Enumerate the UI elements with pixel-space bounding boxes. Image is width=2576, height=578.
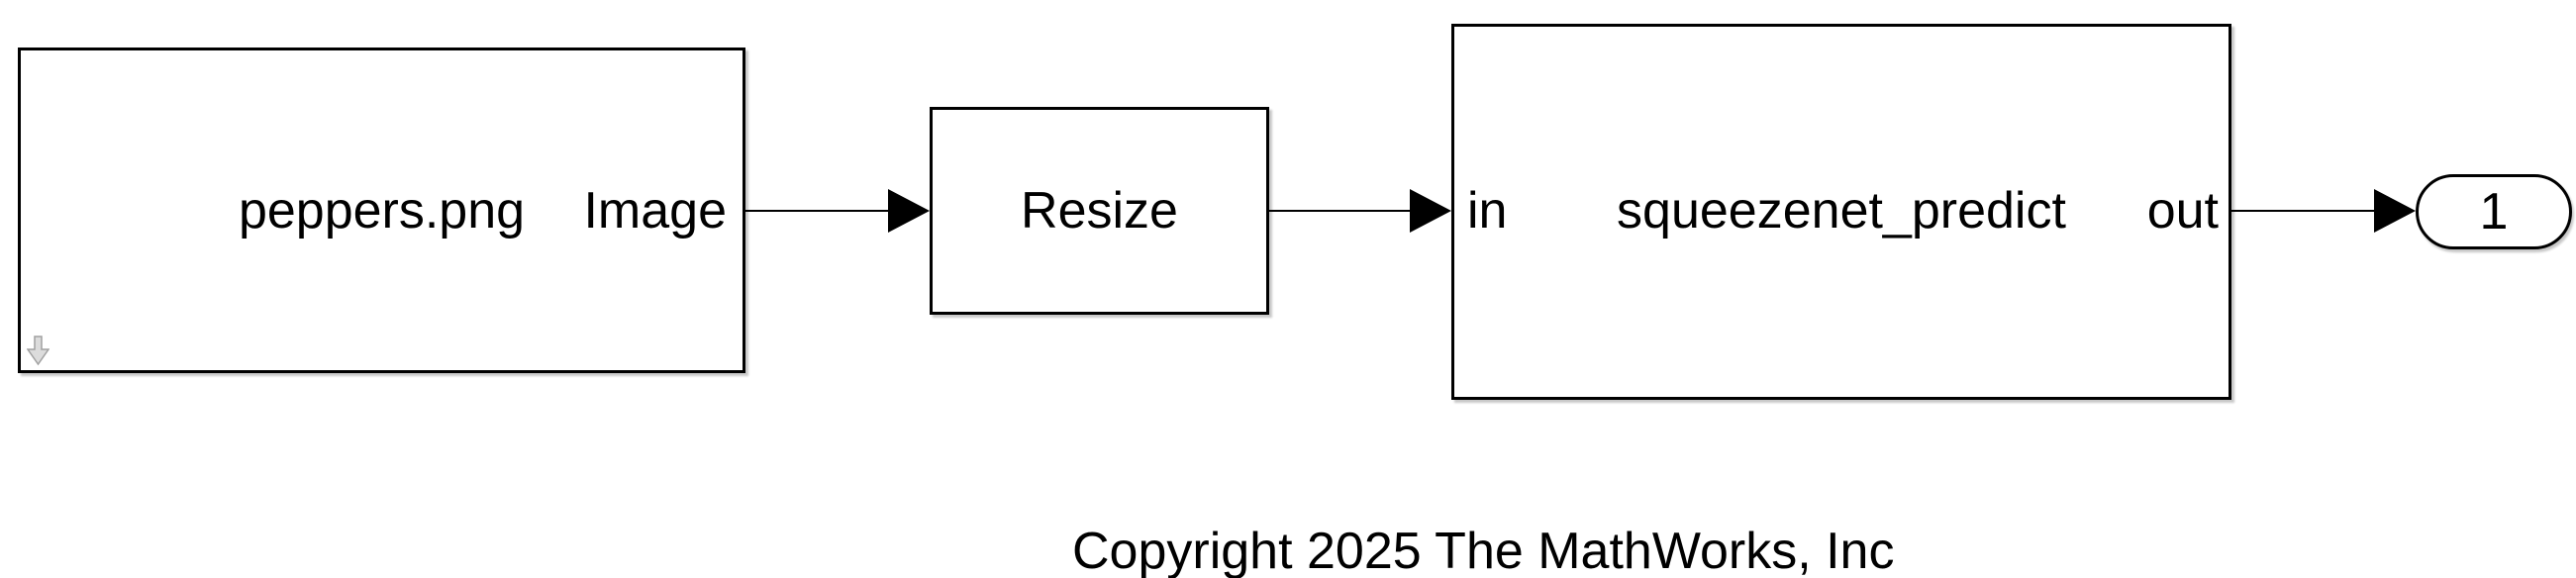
- outport-1-label: 1: [2479, 183, 2509, 241]
- arrowhead-resize-input: [888, 189, 930, 233]
- block-image-source-label: peppers.png: [238, 182, 526, 240]
- port-label-image: Image: [583, 182, 727, 240]
- outport-1[interactable]: 1: [2416, 174, 2572, 249]
- port-label-in: in: [1467, 182, 1508, 240]
- download-arrow-icon[interactable]: [26, 336, 50, 366]
- block-image-source[interactable]: peppers.png Image: [18, 48, 745, 373]
- wire-resize-to-predict[interactable]: [1269, 210, 1411, 212]
- arrowhead-predict-input: [1410, 189, 1451, 233]
- copyright-annotation: Copyright 2025 The MathWorks, Inc: [1072, 523, 1895, 578]
- wire-predict-to-outport[interactable]: [2231, 210, 2375, 212]
- port-label-out: out: [2146, 182, 2219, 240]
- arrowhead-outport-input: [2374, 189, 2416, 233]
- block-squeezenet-predict[interactable]: in squeezenet_predict out: [1451, 24, 2231, 400]
- block-squeezenet-predict-label: squeezenet_predict: [1617, 182, 2066, 240]
- block-resize-label: Resize: [1021, 182, 1178, 240]
- block-resize[interactable]: Resize: [930, 107, 1269, 315]
- wire-image-to-resize[interactable]: [745, 210, 889, 212]
